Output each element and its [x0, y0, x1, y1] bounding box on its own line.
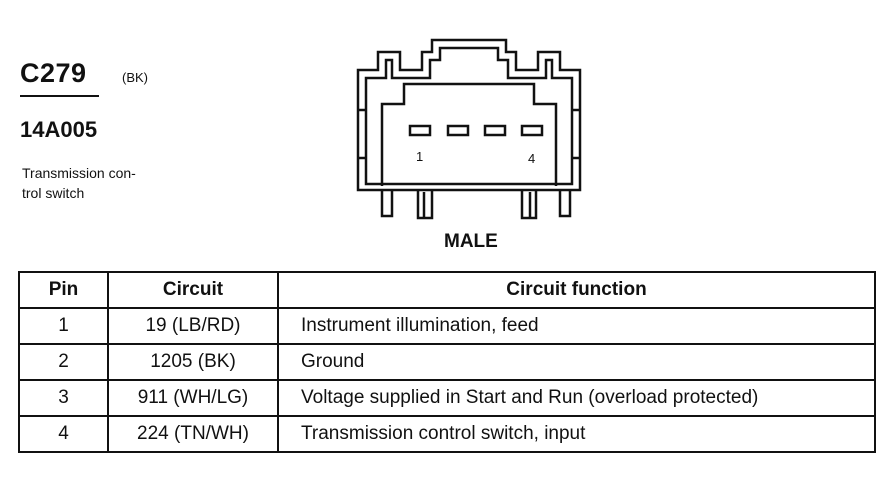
pin-table: Pin Circuit Circuit function 1 19 (LB/RD…: [18, 271, 876, 453]
cell-pin: 2: [18, 343, 109, 381]
table-row: 4 224 (TN/WH) Transmission control switc…: [18, 415, 876, 453]
connector-diagram: 1 4: [356, 38, 582, 220]
cell-circuit-function: Instrument illumination, feed: [277, 307, 876, 345]
leg-1: [380, 190, 394, 218]
pin-terminal-3: [483, 124, 507, 137]
cell-circuit-function: Ground: [277, 343, 876, 381]
connector-id: C279: [20, 58, 87, 88]
leg-4: [558, 190, 572, 218]
header-pin: Pin: [18, 271, 109, 309]
pin-label-1: 1: [416, 149, 423, 164]
table-row: 1 19 (LB/RD) Instrument illumination, fe…: [18, 307, 876, 345]
housing-outer: [356, 38, 582, 192]
part-number: 14A005: [20, 117, 98, 142]
part-description-line-1: Transmission con-: [22, 165, 136, 181]
pin-terminal-4: [520, 124, 544, 137]
connector-id-underline: [20, 95, 99, 97]
part-description: Transmission con- trol switch: [22, 163, 172, 203]
cell-pin: 1: [18, 307, 109, 345]
part-description-line-2: trol switch: [22, 185, 85, 201]
table-header-row: Pin Circuit Circuit function: [18, 271, 876, 309]
pin-terminal-2: [446, 124, 470, 137]
table-row: 3 911 (WH/LG) Voltage supplied in Start …: [18, 379, 876, 417]
pin-label-4: 4: [528, 151, 535, 166]
cell-circuit: 19 (LB/RD): [107, 307, 279, 345]
cell-circuit-function: Voltage supplied in Start and Run (overl…: [277, 379, 876, 417]
connector-gender-label: MALE: [444, 231, 498, 252]
cell-circuit: 224 (TN/WH): [107, 415, 279, 453]
cell-pin: 3: [18, 379, 109, 417]
cell-pin: 4: [18, 415, 109, 453]
connector-cavity: [380, 82, 558, 186]
pin-terminal-1: [408, 124, 432, 137]
cell-circuit: 1205 (BK): [107, 343, 279, 381]
cell-circuit: 911 (WH/LG): [107, 379, 279, 417]
header-circuit: Circuit: [107, 271, 279, 309]
cell-circuit-function: Transmission control switch, input: [277, 415, 876, 453]
header-circuit-function: Circuit function: [277, 271, 876, 309]
housing-inner: [364, 46, 574, 186]
connector-color-code: (BK): [122, 70, 148, 85]
table-row: 2 1205 (BK) Ground: [18, 343, 876, 381]
